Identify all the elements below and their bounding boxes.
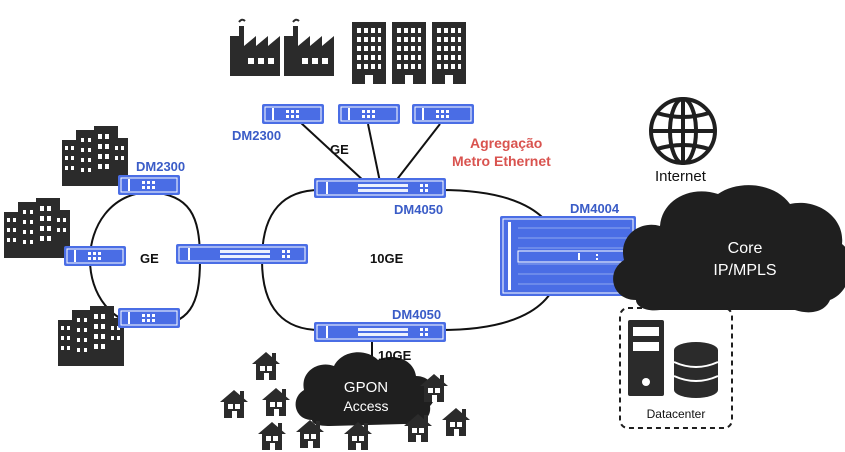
house-icon bbox=[262, 388, 290, 416]
house-icon bbox=[296, 420, 324, 448]
database-icon bbox=[673, 342, 719, 398]
house-icon bbox=[220, 390, 248, 418]
office-building-icon bbox=[352, 22, 386, 84]
network-switch-icon bbox=[117, 174, 181, 196]
network-switch-icon bbox=[313, 177, 447, 199]
network-switch-icon bbox=[117, 307, 181, 329]
link-dm2300-top-3 bbox=[394, 123, 441, 183]
agregacao-label-1: Agregação bbox=[470, 135, 542, 151]
gpon-label-2: Access bbox=[343, 398, 388, 414]
factory-icon bbox=[283, 18, 335, 77]
network-switch-icon bbox=[313, 321, 447, 343]
office-building-icon bbox=[4, 198, 70, 258]
ring-10ge-label: 10GE bbox=[370, 251, 404, 266]
network-switch-icon bbox=[261, 103, 325, 125]
network-switch-icon bbox=[337, 103, 401, 125]
factory-icon bbox=[229, 18, 281, 77]
gpon-10ge-label: 10GE bbox=[378, 348, 412, 363]
datacenter-box bbox=[619, 307, 733, 429]
dm2300-top-label: DM2300 bbox=[232, 128, 281, 143]
office-building-icon bbox=[432, 22, 466, 84]
server-icon bbox=[628, 320, 664, 396]
agregacao-label-2: Metro Ethernet bbox=[452, 153, 551, 169]
10ge-ring bbox=[260, 189, 562, 331]
ge-ring-label: GE bbox=[140, 251, 159, 266]
core-label-1: Core bbox=[728, 240, 763, 257]
network-switch-icon bbox=[411, 103, 475, 125]
globe-icon bbox=[649, 97, 717, 165]
dm4004-label: DM4004 bbox=[570, 201, 620, 216]
core-cloud bbox=[613, 185, 845, 313]
house-icon bbox=[344, 422, 372, 450]
gpon-label-1: GPON bbox=[344, 379, 388, 396]
top-buildings bbox=[229, 18, 466, 84]
link-dm2300-top-1 bbox=[299, 121, 366, 183]
office-building-icon bbox=[392, 22, 426, 84]
house-icon bbox=[252, 352, 280, 380]
link-dm2300-top-2 bbox=[367, 123, 381, 183]
gpon-cloud bbox=[295, 352, 435, 426]
dm4050-bottom-label: DM4050 bbox=[392, 307, 441, 322]
network-switch-icon bbox=[175, 243, 309, 265]
datacenter-label: Datacenter bbox=[647, 407, 706, 421]
core-label-2: IP/MPLS bbox=[713, 262, 776, 279]
dm2300-left-label: DM2300 bbox=[136, 159, 185, 174]
dm4050-top-label: DM4050 bbox=[394, 202, 443, 217]
internet-label: Internet bbox=[655, 168, 707, 185]
dm4004-chassis bbox=[500, 216, 636, 296]
ge-top-label: GE bbox=[330, 142, 349, 157]
house-icon bbox=[258, 422, 286, 450]
network-switch-icon bbox=[63, 245, 127, 267]
house-icon bbox=[442, 408, 470, 436]
